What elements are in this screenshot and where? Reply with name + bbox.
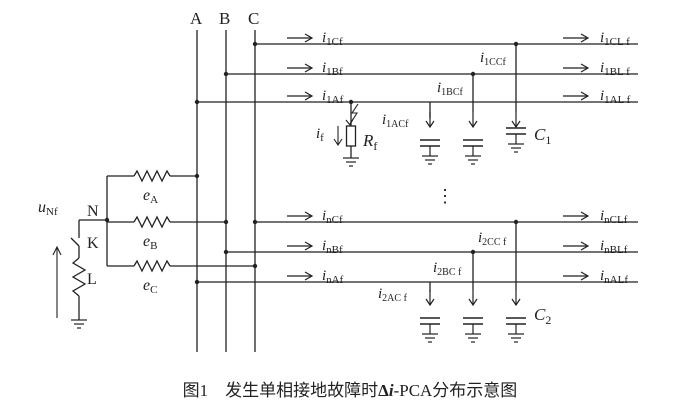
if-label: if [316, 126, 324, 144]
c1-label: C1 [534, 125, 551, 147]
i-2acf-label: i2AC f [378, 286, 408, 304]
rf-label: Rf [362, 131, 377, 153]
i-1alf-label: i1AL f [600, 88, 631, 106]
i-1af-label: i1Af [322, 88, 344, 106]
k-label: K [87, 235, 99, 252]
i-1blf-label: i1BL f [600, 60, 630, 78]
fault-branch: if Rf [316, 99, 377, 167]
i-2ccf-label: i2CC f [478, 230, 507, 248]
ellipsis-mark: ⋮ [436, 186, 454, 206]
i-nblf-label: inBLf [600, 238, 628, 256]
u-nf-label: uNf [38, 199, 58, 218]
ea-label: eA [143, 187, 158, 206]
i-1clf-label: i1CL f [600, 30, 630, 48]
bus-b-label: B [219, 9, 230, 28]
bus-c-label: C [248, 9, 259, 28]
bus-a-label: A [190, 9, 203, 28]
feeder-n: inCf inBf inAf inCLf inBLf inALf i2AC f … [194, 208, 638, 342]
bus-bars: A B C [190, 9, 259, 352]
source-network: uNf N K L eA eB eC [38, 169, 258, 329]
eb-label: eB [143, 233, 157, 252]
c2-label: C2 [534, 305, 551, 327]
i-nclf-label: inCLf [600, 208, 628, 226]
i-1ccf-label: i1CCf [480, 50, 507, 68]
n-label: N [87, 203, 99, 220]
i-1cf-label: i1Cf [322, 30, 343, 48]
i-nalf-label: inALf [600, 268, 628, 286]
l-label: L [87, 271, 97, 288]
ec-label: eC [143, 277, 157, 296]
i-1bcf-label: i1BCf [437, 80, 464, 98]
i-naf-label: inAf [322, 268, 344, 286]
i-1acf-label: i1ACf [382, 112, 409, 130]
i-nbf-label: inBf [322, 238, 343, 256]
figure-caption: 图1 发生单相接地故障时Δi-PCA分布示意图 [183, 381, 518, 400]
i-ncf-label: inCf [322, 208, 343, 226]
feeder-1: i1Cf i1Bf i1Af i1CL f i1BL f i1AL f i1AC… [194, 30, 638, 164]
i-2bcf-label: i2BC f [433, 260, 462, 278]
i-1bf-label: i1Bf [322, 60, 343, 78]
